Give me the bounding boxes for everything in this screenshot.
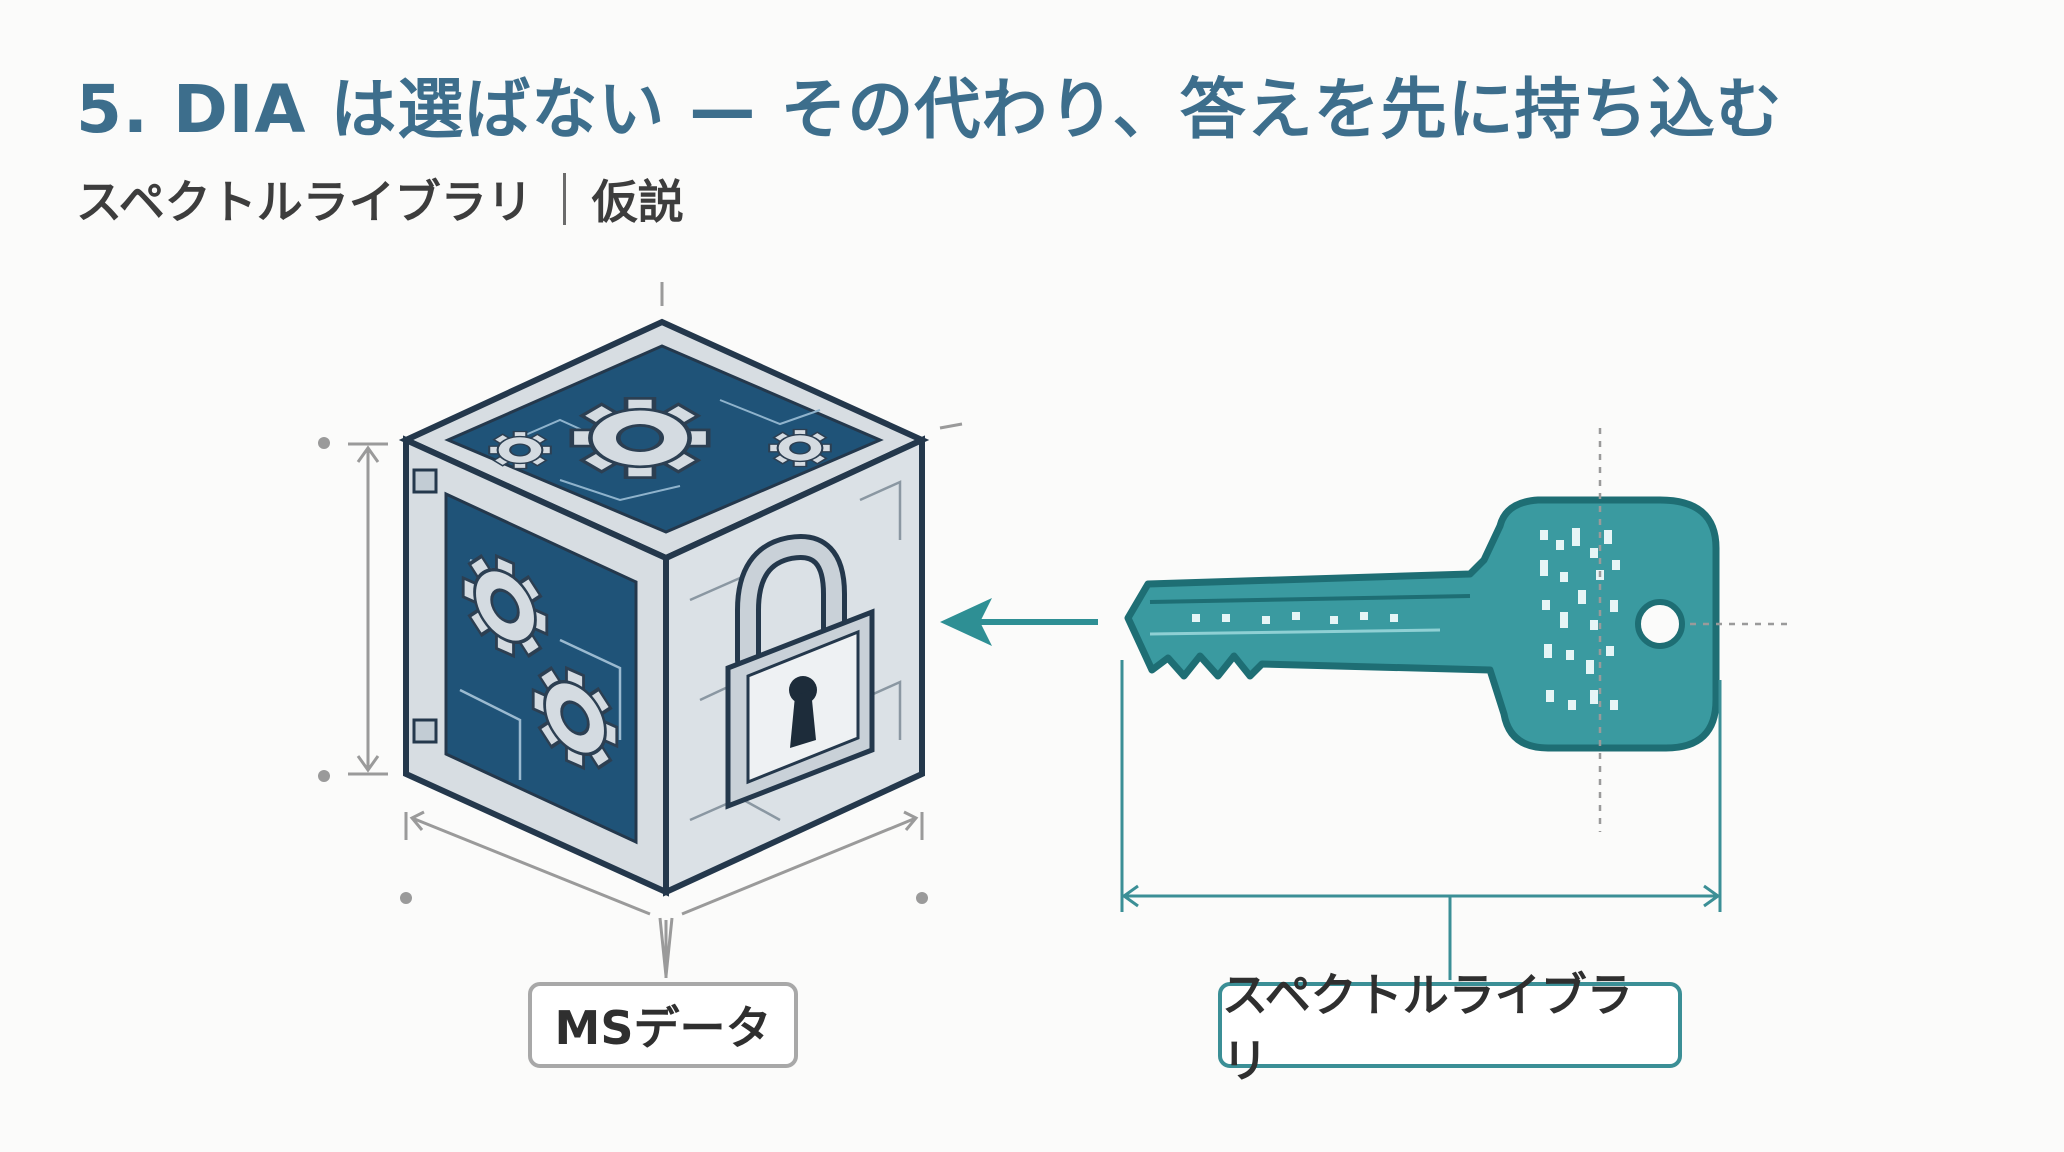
key-center-guides — [1598, 428, 1788, 832]
ms-data-cube — [398, 318, 930, 897]
page-subtitle: スペクトルライブラリ 仮説 — [76, 166, 684, 232]
gear-icon — [572, 398, 708, 477]
page-title: 5. DIA は選ばない — その代わり、答えを先に持ち込む — [76, 71, 1783, 148]
subtitle-divider — [562, 173, 566, 225]
key-icon — [1124, 496, 1720, 752]
gear-icon — [768, 428, 832, 468]
padlock-icon — [725, 534, 875, 810]
keyhole-icon — [789, 676, 817, 748]
arrow-left-icon — [940, 598, 1098, 646]
subtitle-hypothesis: 仮説 — [591, 175, 684, 229]
spectral-library-label: スペクトルライブラリ — [1218, 968, 1682, 1088]
gear-icon — [488, 430, 552, 470]
subtitle-library: スペクトルライブラリ — [76, 175, 533, 229]
ms-data-label: MSデータ — [528, 982, 798, 1068]
key-dimension-lines — [1120, 660, 1722, 980]
dimension-dots — [318, 437, 928, 904]
